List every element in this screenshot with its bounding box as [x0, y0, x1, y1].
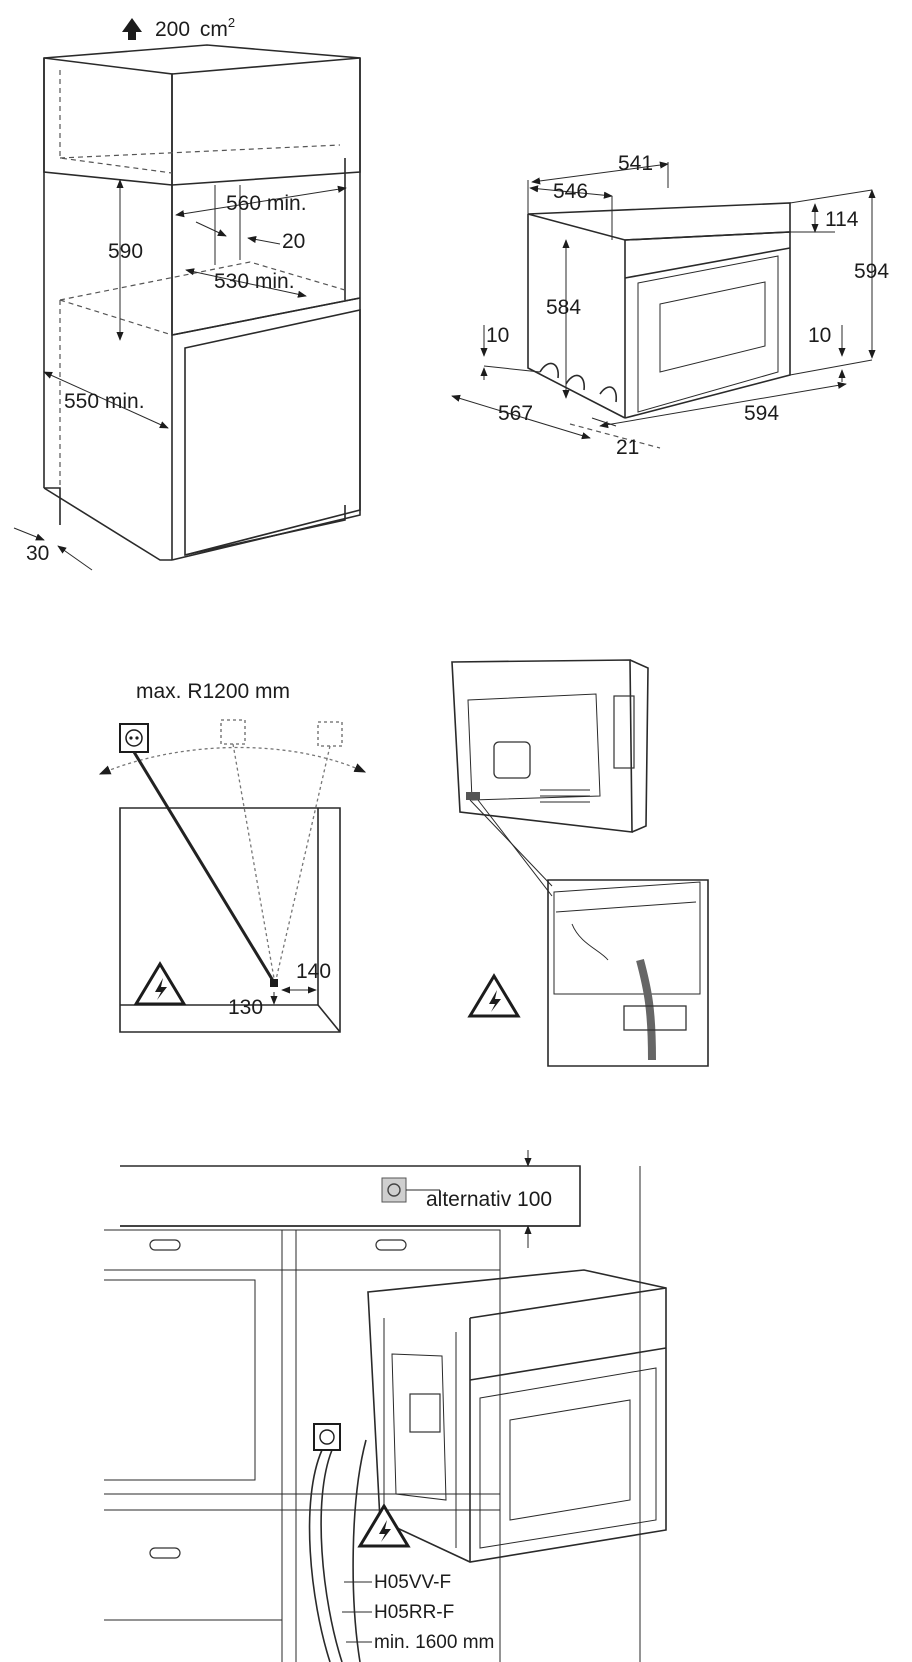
dim-560: 560 min.: [226, 192, 307, 215]
up-arrow-icon: [122, 18, 142, 40]
rear-connection-panel: [451, 659, 709, 1067]
dim-130: 130: [228, 996, 263, 1019]
dim-546: 546: [553, 180, 588, 203]
cable-length: min. 1600 mm: [374, 1632, 494, 1653]
vent-unit: cm: [200, 18, 228, 41]
svg-text:200 cm2: 200 cm2: [155, 15, 235, 41]
radius-label: max. R1200 mm: [136, 680, 290, 703]
dim-30: 30: [26, 542, 49, 565]
oven-dimensions-panel: 541 546 114 594 584 10 10 567 594 21: [451, 152, 889, 459]
dim-10-left: 10: [486, 324, 509, 347]
power-socket-icon: [381, 1177, 407, 1203]
vent-unit-sup: 2: [228, 15, 235, 30]
dim-594-width: 594: [744, 402, 779, 425]
power-socket-icon: [119, 723, 149, 753]
dim-584: 584: [546, 296, 581, 319]
socket-radius-panel: max. R1200 mm 140 130: [98, 680, 367, 1033]
high-voltage-warning-icon: [467, 973, 521, 1018]
high-voltage-warning-icon: [357, 1503, 411, 1548]
dim-590: 590: [108, 240, 143, 263]
dim-567: 567: [498, 402, 533, 425]
dim-20: 20: [282, 230, 305, 253]
dim-114: 114: [825, 208, 859, 231]
dim-10-right: 10: [808, 324, 831, 347]
kitchen-installation-panel: alternativ 100 H05VV-F H05RR-F min. 1600…: [104, 1150, 667, 1662]
dim-550: 550 min.: [64, 390, 145, 413]
dim-541: 541: [618, 152, 653, 175]
cable-type-2: H05RR-F: [374, 1602, 454, 1623]
dim-594-height: 594: [854, 260, 889, 283]
cabinet-niche-panel: 200 cm2 590 560 min. 20 530: [13, 15, 361, 571]
power-socket-icon: [313, 1423, 341, 1451]
dim-140: 140: [296, 960, 331, 983]
vent-value: 200: [155, 18, 190, 41]
dim-21: 21: [616, 436, 639, 459]
high-voltage-warning-icon: [133, 961, 187, 1006]
dim-530: 530 min.: [214, 270, 295, 293]
cable-type-1: H05VV-F: [374, 1572, 451, 1593]
alternative-label: alternativ 100: [426, 1188, 552, 1211]
